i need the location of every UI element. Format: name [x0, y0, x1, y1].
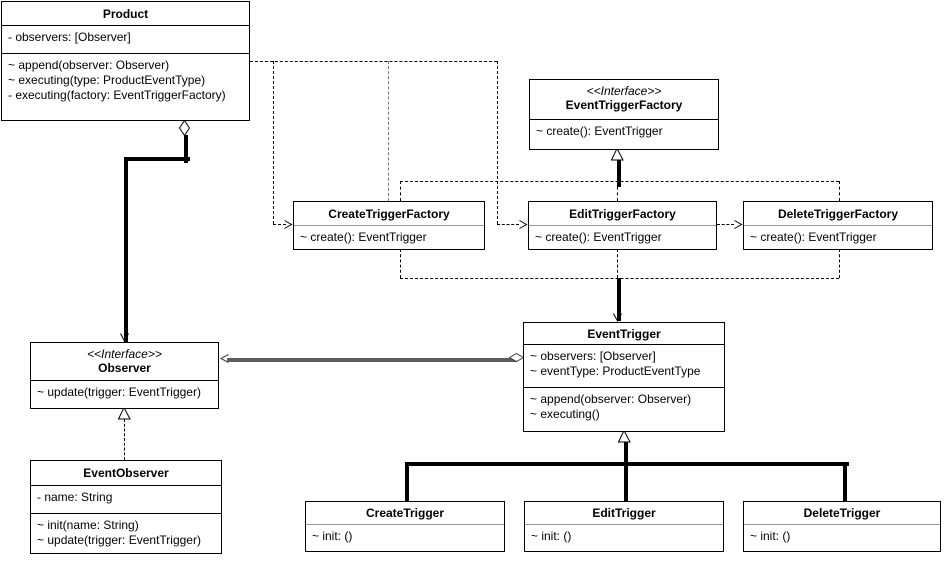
arrowhead-left: [220, 354, 229, 363]
arrowhead-down: [613, 313, 622, 322]
class-title: CreateTriggerFactory: [328, 206, 450, 221]
methods-section: ~ create(): EventTrigger: [529, 225, 716, 249]
method: ~ create(): EventTrigger: [300, 230, 427, 244]
realization-edge-segment: [617, 181, 618, 201]
stereotype: <<Interface>>: [586, 84, 662, 98]
realization-edge-segment: [400, 181, 401, 201]
methods-section: ~ init: (): [744, 524, 940, 551]
methods-section: ~ create(): EventTrigger: [530, 119, 718, 149]
methods-section: ~ create(): EventTrigger: [294, 225, 484, 249]
dependency-edge-segment: [273, 224, 286, 225]
method: ~ append(observer: Observer): [8, 58, 170, 72]
creates-edge-segment: [839, 249, 840, 278]
attribute: ~ eventType: ProductEventType: [530, 364, 701, 378]
class-title: <<Interface>> EventTriggerFactory: [530, 80, 718, 119]
realization-edge-segment: [839, 181, 840, 201]
dependency-edge-segment: [717, 224, 734, 225]
dependency-edge-segment: [250, 61, 497, 62]
methods-section: ~ append(observer: Observer) ~ executing…: [2, 53, 249, 120]
interface-name: Observer: [98, 361, 151, 375]
methods-section: ~ init: (): [525, 524, 723, 551]
class-title: EditTrigger: [592, 506, 656, 520]
method: ~ update(trigger: EventTrigger): [37, 533, 201, 547]
attributes-section: - observers: [Observer]: [2, 25, 249, 53]
methods-section: ~ init: (): [306, 524, 504, 551]
aggregation-edge-segment: [184, 135, 188, 163]
realization-triangle: [611, 148, 624, 161]
attribute: - name: String: [37, 490, 113, 504]
class-create-trigger-factory[interactable]: CreateTriggerFactory ~ create(): EventTr…: [293, 201, 485, 250]
class-product[interactable]: Product - observers: [Observer] ~ append…: [1, 1, 250, 121]
attributes-section: - name: String: [31, 485, 221, 513]
method: ~ executing(): [530, 407, 600, 421]
method: ~ init: (): [750, 529, 791, 543]
class-edit-trigger-factory[interactable]: EditTriggerFactory ~ create(): EventTrig…: [528, 201, 717, 250]
attribute: - observers: [Observer]: [8, 30, 131, 44]
class-title: DeleteTrigger: [803, 506, 881, 520]
attributes-section: ~ observers: [Observer] ~ eventType: Pro…: [524, 344, 724, 387]
method: - executing(factory: EventTriggerFactory…: [8, 88, 226, 102]
class-event-observer[interactable]: EventObserver - name: String ~ init(name…: [30, 460, 222, 554]
method: ~ executing(type: ProductEventType): [8, 73, 206, 87]
class-delete-trigger[interactable]: DeleteTrigger ~ init: (): [743, 501, 941, 552]
creates-edge-segment: [617, 249, 618, 278]
class-event-trigger[interactable]: EventTrigger ~ observers: [Observer] ~ e…: [523, 322, 725, 432]
method: ~ append(observer: Observer): [530, 392, 692, 406]
arrowhead-right: [734, 220, 743, 229]
method: ~ init: (): [312, 529, 353, 543]
class-title: EventTrigger: [587, 326, 661, 341]
method: ~ init: (): [531, 529, 572, 543]
interface-event-trigger-factory[interactable]: <<Interface>> EventTriggerFactory ~ crea…: [529, 79, 719, 150]
class-create-trigger[interactable]: CreateTrigger ~ init: (): [305, 501, 505, 552]
methods-section: ~ init(name: String) ~ update(trigger: E…: [31, 513, 221, 553]
class-delete-trigger-factory[interactable]: DeleteTriggerFactory ~ create(): EventTr…: [743, 201, 933, 250]
dependency-edge-segment: [273, 61, 274, 224]
arrowhead-right: [519, 220, 528, 229]
dependency-edge-segment-gray: [388, 61, 389, 201]
generalization-triangle: [618, 430, 631, 443]
class-title: EventObserver: [83, 466, 169, 480]
method: ~ create(): EventTrigger: [750, 230, 877, 244]
class-edit-trigger[interactable]: EditTrigger ~ init: (): [524, 501, 724, 552]
class-title: <<Interface>> Observer: [31, 343, 218, 380]
aggregation-edge-segment: [227, 358, 516, 362]
class-title: DeleteTriggerFactory: [777, 206, 899, 221]
aggregation-edge-segment: [124, 157, 128, 343]
realization-edge-segment: [617, 160, 621, 187]
interface-name: EventTriggerFactory: [565, 98, 683, 112]
creates-edge-segment: [400, 249, 401, 278]
interface-observer[interactable]: <<Interface>> Observer ~ update(trigger:…: [30, 342, 219, 409]
method: ~ create(): EventTrigger: [535, 230, 662, 244]
class-title: EditTriggerFactory: [569, 206, 676, 221]
creates-edge-segment: [617, 278, 621, 321]
aggregation-edge-segment: [124, 157, 190, 161]
methods-section: ~ append(observer: Observer) ~ executing…: [524, 387, 724, 431]
dependency-edge-segment: [497, 224, 519, 225]
arrowhead-down: [120, 333, 129, 342]
aggregation-diamond: [509, 353, 524, 363]
method: ~ init(name: String): [37, 518, 139, 532]
class-title: CreateTrigger: [365, 506, 445, 520]
method: ~ update(trigger: EventTrigger): [37, 385, 201, 399]
method: ~ create(): EventTrigger: [536, 124, 663, 138]
attribute: ~ observers: [Observer]: [530, 349, 656, 363]
stereotype: <<Interface>>: [87, 347, 162, 361]
aggregation-diamond: [179, 120, 190, 136]
dependency-edge-segment: [497, 61, 498, 224]
methods-section: ~ update(trigger: EventTrigger): [31, 380, 218, 408]
realization-triangle: [118, 407, 131, 420]
class-title: Product: [102, 6, 149, 21]
methods-section: ~ create(): EventTrigger: [744, 225, 932, 249]
arrowhead-right: [284, 220, 293, 229]
realization-edge-segment: [124, 419, 125, 460]
